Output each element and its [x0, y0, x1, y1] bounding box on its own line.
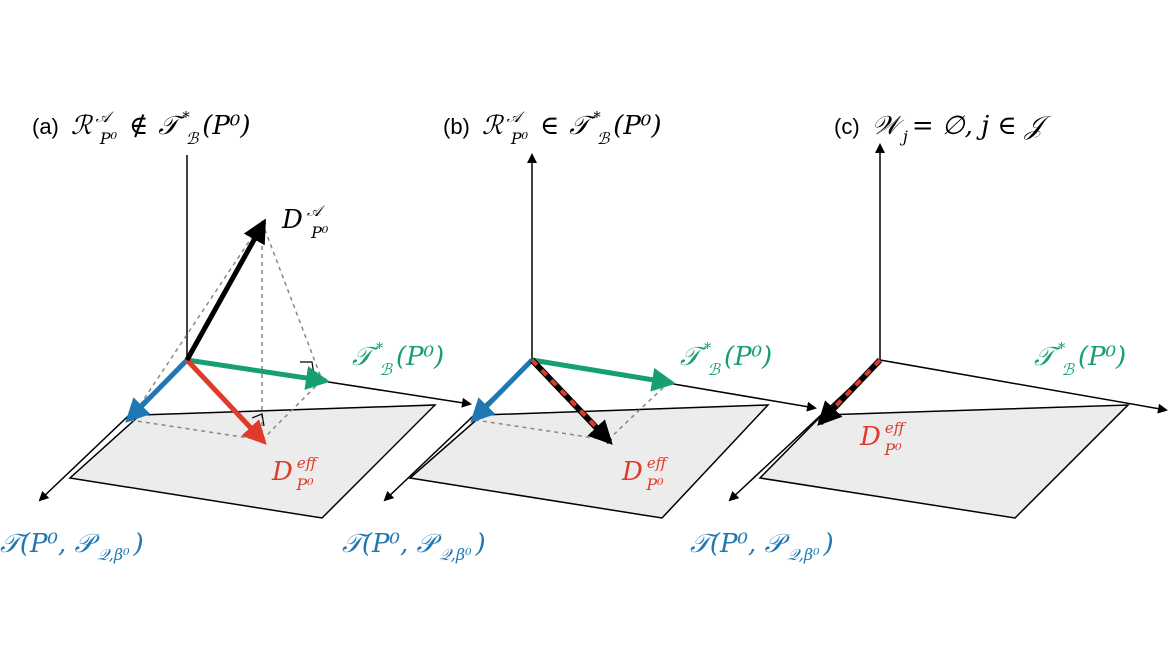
- label-tangent-model-b: 𝒯(P⁰, 𝒫 𝒬,β⁰ ): [342, 529, 486, 564]
- vector-blue-b: [470, 358, 534, 423]
- label-tangent-star-a: 𝒯 * ℬ (P⁰): [352, 339, 444, 379]
- caption-b: (b) ℛ 𝒜 P⁰ ∈ 𝒯 * ℬ (P⁰): [443, 108, 662, 148]
- axis-right-c: [879, 359, 1168, 414]
- plane-b: [408, 404, 770, 519]
- caption-c: (c) 𝒲 j = ∅, j ∈ 𝒥: [834, 111, 1052, 146]
- dashed-guides-b: [474, 382, 669, 441]
- caption-a: (a) ℛ 𝒜 P⁰ ∉ 𝒯 * ℬ (P⁰): [32, 108, 251, 148]
- vector-red-dash-c: [830, 358, 882, 412]
- label-d-a: D 𝒜 P⁰: [281, 202, 329, 242]
- label-d-eff-b: D eff P⁰: [621, 454, 670, 494]
- label-tangent-model-a: 𝒯(P⁰, 𝒫 𝒬,β⁰ ): [0, 529, 144, 564]
- vector-red-dash-b: [530, 358, 600, 431]
- panel-c: [728, 143, 1168, 519]
- vector-green-b: [531, 357, 676, 392]
- panel-b: [383, 153, 817, 519]
- right-angle-mark-a1: [300, 361, 315, 376]
- label-tangent-star-b: 𝒯 * ℬ (P⁰): [680, 339, 772, 379]
- panel-a: [38, 155, 472, 519]
- dashed-guides-a: [129, 221, 323, 441]
- vector-blue-a: [125, 358, 189, 423]
- vector-black-a: [184, 218, 267, 362]
- label-tangent-star-c: 𝒯 * ℬ (P⁰): [1034, 339, 1126, 379]
- vector-red-a: [185, 358, 267, 445]
- vector-green-a: [186, 357, 330, 390]
- plane-c: [758, 404, 1130, 519]
- label-d-eff-a: D eff P⁰: [271, 454, 320, 494]
- label-d-eff-c: D eff P⁰: [859, 419, 908, 459]
- label-tangent-model-c: 𝒯(P⁰, 𝒫 𝒬,β⁰ ): [690, 529, 834, 564]
- plane-a: [68, 404, 437, 519]
